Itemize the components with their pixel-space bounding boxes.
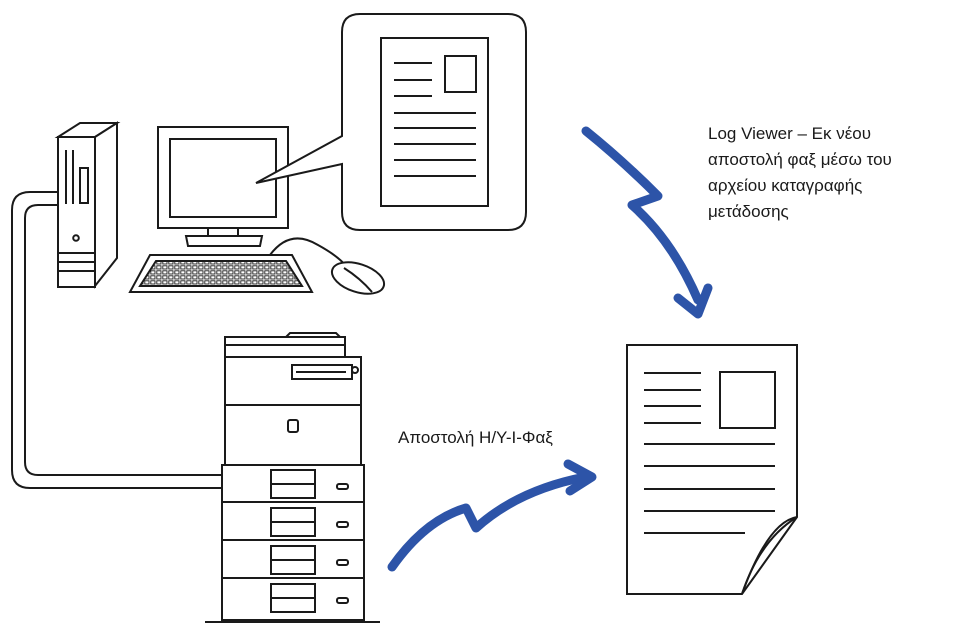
document-icon: [626, 344, 798, 595]
arrow-icon: [387, 459, 597, 572]
log-viewer-line: αποστολή φαξ μέσω του: [708, 150, 892, 169]
arrow-icon: [581, 126, 713, 319]
log-viewer-line: αρχείου καταγραφής: [708, 176, 863, 195]
network-cable: [11, 191, 228, 489]
keyboard-icon: [128, 254, 314, 293]
speech-bubble-icon: [255, 13, 527, 231]
multifunction-printer-icon: [205, 332, 380, 623]
log-viewer-line: Log Viewer – Εκ νέου: [708, 124, 872, 143]
log-viewer-line: μετάδοσης: [708, 202, 789, 221]
pc-fax-send-label: Αποστολή Η/Υ-Ι-Φαξ: [398, 428, 553, 447]
log-viewer-label: Log Viewer – Εκ νέου αποστολή φαξ μέσω τ…: [708, 121, 892, 225]
mouse-cable: [269, 237, 347, 267]
monitor-icon: [157, 126, 289, 247]
mouse-icon: [330, 261, 386, 295]
computer-tower-icon: [54, 121, 121, 289]
